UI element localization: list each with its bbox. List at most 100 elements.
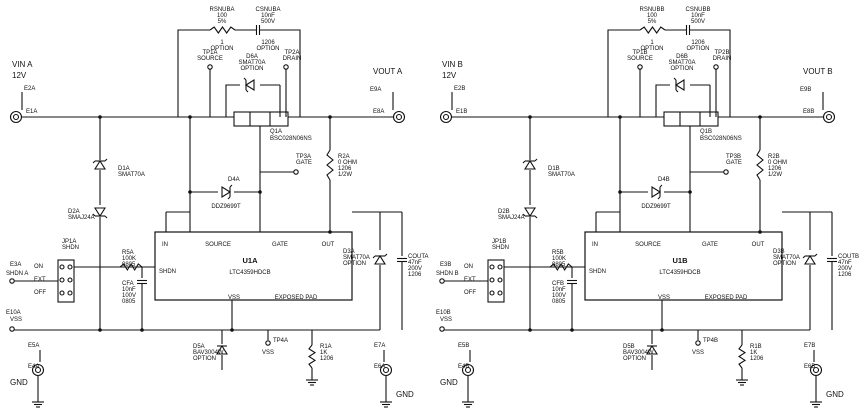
ic-part: LTC4359HDCB <box>229 270 270 276</box>
jp1-pin <box>489 277 495 283</box>
r2-label: 1/2W <box>338 172 352 178</box>
wire <box>260 29 301 117</box>
wire <box>607 29 640 117</box>
r1-label: 1K <box>320 350 327 356</box>
d6-label: OPTION <box>240 66 263 72</box>
junction-dot <box>98 328 102 332</box>
cout-label: COUTA <box>408 254 429 260</box>
r5-label: 0805 <box>552 262 566 268</box>
jp1-pin <box>497 290 503 296</box>
gnd-r-conn: E6A <box>374 364 385 370</box>
test-point <box>439 326 445 332</box>
gnd-l-terminal <box>31 363 45 377</box>
wire <box>225 84 240 117</box>
test-point <box>723 169 729 175</box>
ic-u1 <box>154 231 353 301</box>
d1-label: D1B <box>548 166 560 172</box>
gnd-r-label: GND <box>826 390 844 399</box>
jp-off: OFF <box>34 290 46 296</box>
vin-node: E2B <box>454 86 465 92</box>
r1-label: R1B <box>750 344 762 350</box>
cout-label: 200V <box>408 266 422 272</box>
wire <box>689 142 724 173</box>
vout-conn: E8A <box>373 109 384 115</box>
r5-label: 100K <box>122 256 136 262</box>
ic-u1 <box>584 231 783 301</box>
gnd-l-node: E5B <box>458 343 469 349</box>
gnd-r-terminal <box>809 363 823 377</box>
cf-label: 10nF <box>552 287 566 293</box>
jp1-pin <box>489 290 495 296</box>
vin-terminal <box>439 110 453 124</box>
d1-label: SMAT70A <box>118 172 145 178</box>
vin-terminal-inner <box>12 113 20 121</box>
jp1-pin <box>497 277 503 283</box>
d6-label: SMAT70A <box>669 60 696 66</box>
d4-label: D4B <box>658 177 670 183</box>
csnub-label: 10nF <box>261 13 275 19</box>
shdn-label: SHDN B <box>436 271 459 277</box>
vout-conn: E8B <box>803 109 814 115</box>
jp1-pin <box>59 290 65 296</box>
vss-label: VSS <box>440 317 452 323</box>
tp-drain-label: DRAIN <box>713 56 732 62</box>
ic-part: LTC4359HDCB <box>659 270 700 276</box>
test-point <box>207 64 213 70</box>
diode-symbol <box>814 253 818 257</box>
diode-symbol <box>804 254 816 265</box>
diode-symbol <box>659 184 663 188</box>
r2-label: R2A <box>338 154 350 160</box>
jp1-pin <box>59 264 65 270</box>
diode-symbol <box>104 158 108 162</box>
test-point <box>637 64 643 70</box>
diode-symbol <box>104 215 108 219</box>
tp-source-label: TP1A <box>202 50 217 56</box>
cout-label: 47nF <box>408 260 422 266</box>
gnd-r-node: E7A <box>374 343 385 349</box>
jp1-pin <box>67 264 73 270</box>
gnd-r-terminal-inner <box>382 366 390 374</box>
d1-label: SMAT70A <box>548 172 575 178</box>
jp-on: ON <box>464 264 473 270</box>
test-point <box>265 340 271 346</box>
jp1-pin <box>497 264 503 270</box>
r2-label: 1206 <box>768 166 782 172</box>
csnub-label: 500V <box>261 19 275 25</box>
cf-label: 100V <box>122 293 136 299</box>
jp1-label: JP1A <box>62 239 76 245</box>
diode-symbol <box>657 196 661 200</box>
cf-label: CFB <box>552 281 564 287</box>
diode-symbol <box>674 79 685 91</box>
tp4-vss: VSS <box>692 350 704 356</box>
diode-symbol <box>651 186 662 198</box>
ic-pin-vss: VSS <box>228 295 240 301</box>
test-point <box>283 64 289 70</box>
rsnub-pkg: 1 <box>650 40 654 46</box>
r5-label: 0805 <box>122 262 136 268</box>
ic-pin-out: OUT <box>322 242 335 248</box>
junction-dot <box>140 328 144 332</box>
vin-terminal-inner <box>442 113 450 121</box>
csnub-pkg: 1206 <box>261 40 275 46</box>
diode-symbol <box>646 344 658 355</box>
d5-label: OPTION <box>193 356 216 362</box>
jp1-pin <box>67 290 73 296</box>
mosfet-label: Q1A <box>270 129 282 135</box>
test-point <box>713 64 719 70</box>
ic-pin-pad: EXPOSED PAD <box>275 295 318 301</box>
resistor <box>119 262 143 272</box>
diode-symbol <box>216 344 228 355</box>
tp-gate-label: GATE <box>726 160 742 166</box>
diode-symbol <box>384 253 388 257</box>
d3-label: OPTION <box>773 261 796 267</box>
tp-drain-label: TP2A <box>284 50 299 56</box>
tp-drain-label: DRAIN <box>283 56 302 62</box>
vin-label: VIN A <box>12 60 33 69</box>
r2-label: 1206 <box>338 166 352 172</box>
d3-label: SMAT70A <box>773 255 800 261</box>
diode-symbol <box>675 89 679 93</box>
diode-symbol <box>92 213 96 217</box>
gnd-r-conn: E6B <box>804 364 815 370</box>
